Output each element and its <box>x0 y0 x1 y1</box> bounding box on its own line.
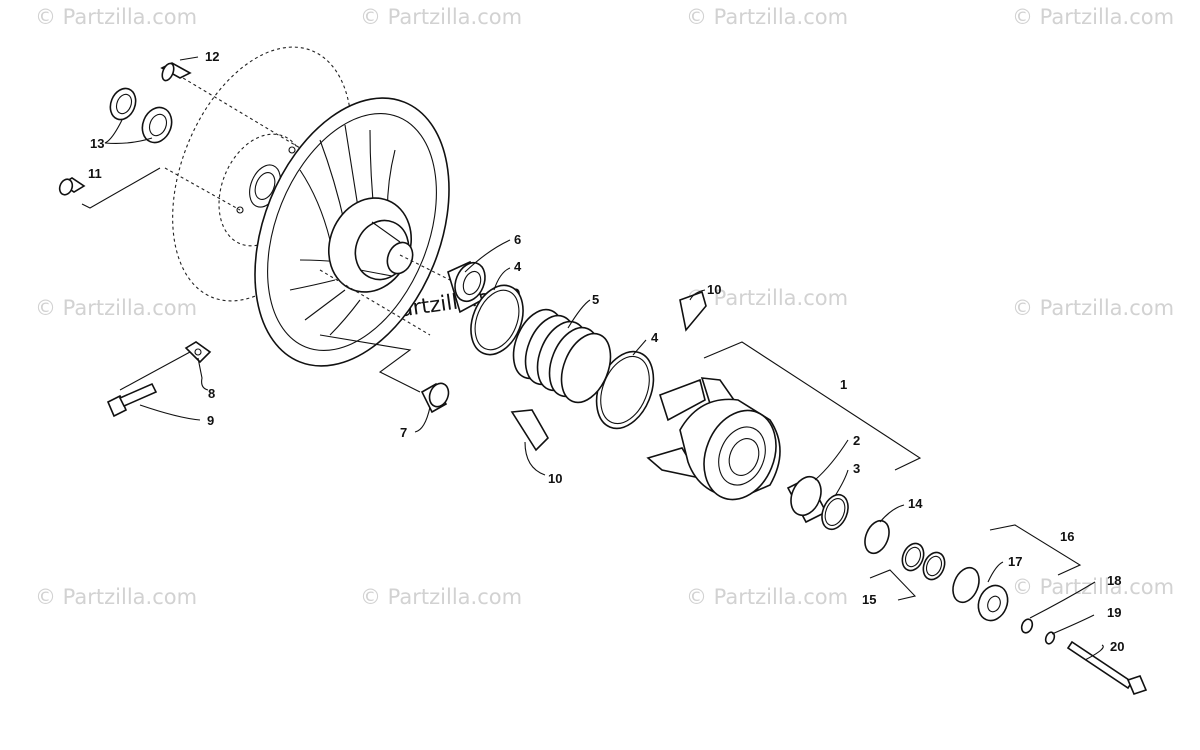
callout-13: 13 <box>90 136 104 151</box>
callout-labels: 12 13 11 8 9 7 6 4 5 4 10 10 1 2 3 14 15… <box>88 49 1124 654</box>
callout-10: 10 <box>707 282 721 297</box>
part-12-screw-drawing <box>160 62 192 82</box>
watermark-text: © Partzilla.com <box>686 585 848 609</box>
callout-4: 4 <box>514 259 522 274</box>
callout-7: 7 <box>400 425 407 440</box>
callout-4: 4 <box>651 330 659 345</box>
callout-16: 16 <box>1060 529 1074 544</box>
watermark-text: © Partzilla.com <box>686 286 848 310</box>
part-1-cam-drawing <box>646 377 781 501</box>
part-15-rings-drawing <box>901 542 946 581</box>
callout-2: 2 <box>853 433 860 448</box>
callout-18: 18 <box>1107 573 1121 588</box>
part-9-bolt-drawing <box>106 382 158 418</box>
part-20-bolt-drawing <box>1066 640 1148 695</box>
part-3-snap-ring-drawing <box>821 493 849 531</box>
callout-leaders <box>81 56 1104 661</box>
callout-10: 10 <box>548 471 562 486</box>
part-17-cap-drawing <box>952 566 1009 622</box>
part-11-screw-drawing <box>58 177 86 196</box>
watermark-text: © Partzilla.com <box>1012 5 1174 29</box>
watermark-text: © Partzilla.com <box>35 5 197 29</box>
part-18-19-washers-drawing <box>1020 618 1056 645</box>
part-10-pads-drawing <box>510 290 707 452</box>
part-14-o-ring-drawing <box>864 519 890 555</box>
callout-6: 6 <box>514 232 521 247</box>
part-13-washers-drawing <box>109 87 173 144</box>
callout-8: 8 <box>208 386 215 401</box>
watermark-text: © Partzilla.com <box>360 585 522 609</box>
front-sheave-drawing <box>254 97 450 367</box>
callout-11: 11 <box>88 166 102 181</box>
watermark-text: © Partzilla.com <box>35 585 197 609</box>
part-5-spring-drawing <box>512 308 612 404</box>
watermark-text: © Partzilla.com <box>686 5 848 29</box>
callout-12: 12 <box>205 49 219 64</box>
watermark-text: © Partzilla.com <box>360 5 522 29</box>
part-6-bushing-drawing <box>447 260 486 314</box>
part-7-roller-drawing <box>420 382 450 414</box>
callout-3: 3 <box>853 461 860 476</box>
callout-5: 5 <box>592 292 599 307</box>
callout-14: 14 <box>908 496 923 511</box>
callout-1: 1 <box>840 377 847 392</box>
callout-15: 15 <box>862 592 876 607</box>
callout-17: 17 <box>1008 554 1022 569</box>
watermark-text: © Partzilla.com <box>35 296 197 320</box>
callout-20: 20 <box>1110 639 1124 654</box>
watermark-text: © Partzilla.com <box>1012 296 1174 320</box>
part-2-bushing-drawing <box>786 475 828 524</box>
callout-9: 9 <box>207 413 214 428</box>
watermark-layer: © Partzilla.com © Partzilla.com © Partzi… <box>35 5 1174 609</box>
part-8-clip-drawing <box>184 341 212 364</box>
callout-19: 19 <box>1107 605 1121 620</box>
part-4-rings-drawing <box>470 284 655 430</box>
watermark-text: © Partzilla.com <box>1012 575 1174 599</box>
